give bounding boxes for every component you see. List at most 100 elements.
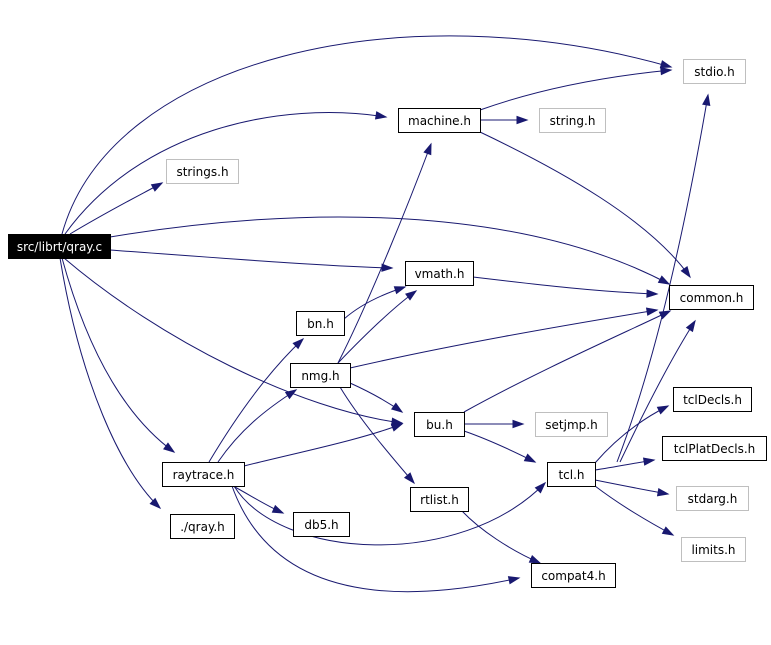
- node-label: tcl.h: [558, 468, 584, 482]
- node-label: common.h: [680, 291, 744, 305]
- node-machine-h[interactable]: machine.h: [398, 108, 481, 133]
- edge-machine_h-to-string_h: [480, 115, 529, 125]
- edge-arrowhead: [656, 405, 670, 415]
- node-box: [8, 234, 111, 259]
- node-label: machine.h: [408, 114, 471, 128]
- node-string-h[interactable]: string.h: [539, 108, 606, 133]
- edge-line: [594, 479, 669, 495]
- node-tcl-h[interactable]: tcl.h: [547, 462, 596, 487]
- edge-line: [349, 309, 658, 369]
- edge-arrowhead: [423, 142, 432, 156]
- edge-qray_c-to-qray_h: [59, 257, 162, 510]
- edge-line: [619, 320, 696, 463]
- edge-rtlist_h-to-compat4_h: [461, 510, 542, 564]
- node-label: bn.h: [307, 317, 334, 331]
- node-label: strings.h: [176, 165, 228, 179]
- node-label: stdarg.h: [688, 492, 738, 506]
- edge-arrowhead: [403, 472, 415, 485]
- node-label: ./qray.h: [180, 520, 225, 534]
- node-box: [293, 512, 350, 537]
- edge-qray_c-to-stdio_h: [61, 35, 673, 235]
- node-label: limits.h: [691, 543, 735, 557]
- edge-tcl_h-to-stdio_h: [616, 93, 711, 463]
- node-box: [405, 261, 474, 286]
- edge-raytrace_h-to-bu_h: [243, 423, 404, 467]
- edge-line: [64, 112, 387, 235]
- node-stdio-h[interactable]: stdio.h: [683, 59, 746, 84]
- node-box: [290, 363, 351, 388]
- node-box: [662, 436, 767, 461]
- node-box: [673, 387, 752, 412]
- edge-line: [472, 276, 658, 295]
- edge-bu_h-to-tcl_h: [463, 430, 537, 463]
- node-vmath-h[interactable]: vmath.h: [405, 261, 474, 286]
- edge-line: [479, 131, 691, 278]
- node-raytrace-h[interactable]: raytrace.h: [162, 462, 245, 487]
- node-label: compat4.h: [541, 569, 605, 583]
- edge-raytrace_h-to-db5_h: [232, 485, 285, 514]
- edge-line: [217, 389, 297, 463]
- node-label: vmath.h: [415, 267, 465, 281]
- edge-arrowhead: [516, 115, 529, 125]
- node-box: [531, 563, 616, 588]
- edge-nmg_h-to-machine_h: [337, 142, 432, 364]
- edge-line: [479, 69, 672, 111]
- node-strings-h[interactable]: strings.h: [166, 159, 239, 184]
- edge-arrowhead: [528, 554, 542, 564]
- edge-arrowhead: [660, 66, 673, 76]
- edge-line: [339, 386, 415, 484]
- edge-bn_h-to-vmath_h: [343, 286, 407, 320]
- edge-arrowhead: [381, 263, 394, 272]
- node-box: [676, 486, 749, 511]
- edge-arrowhead: [390, 423, 404, 432]
- node-box: [166, 159, 239, 184]
- edge-raytrace_h-to-compat4_h: [231, 485, 521, 593]
- edge-machine_h-to-stdio_h: [479, 66, 673, 111]
- node-label: db5.h: [304, 518, 338, 532]
- edge-vmath_h-to-common_h: [472, 276, 659, 298]
- node-box: [547, 462, 596, 487]
- edge-nmg_h-to-common_h: [349, 307, 659, 369]
- edge-qray_c-to-vmath_h: [109, 249, 394, 272]
- node-stdarg-h[interactable]: stdarg.h: [676, 486, 749, 511]
- node-setjmp-h[interactable]: setjmp.h: [535, 412, 608, 437]
- edge-line: [337, 143, 432, 364]
- node-db5-h[interactable]: db5.h: [293, 512, 350, 537]
- edge-line: [337, 290, 417, 364]
- edge-arrowhead: [405, 290, 418, 301]
- edge-tcl_h-to-tclPlatDecls_h: [594, 457, 656, 471]
- node-limits-h[interactable]: limits.h: [681, 537, 746, 562]
- node-tclPlatDecls-h[interactable]: tclPlatDecls.h: [662, 436, 767, 461]
- node-label: bu.h: [426, 418, 453, 432]
- node-box: [539, 108, 606, 133]
- edge-arrowhead: [374, 111, 388, 120]
- edge-qray_c-to-strings_h: [69, 182, 164, 235]
- edge-line: [208, 338, 304, 463]
- node-rtlist-h[interactable]: rtlist.h: [410, 487, 469, 512]
- node-bn-h[interactable]: bn.h: [296, 311, 345, 336]
- node-qray-h[interactable]: ./qray.h: [170, 514, 235, 539]
- edge-nmg_h-to-vmath_h: [337, 290, 418, 364]
- node-qray-c[interactable]: src/librt/qray.c: [8, 234, 111, 259]
- node-label: string.h: [550, 114, 596, 128]
- node-common-h[interactable]: common.h: [669, 285, 754, 310]
- edge-arrowhead: [658, 310, 672, 320]
- edge-line: [463, 430, 536, 463]
- edge-line: [109, 249, 393, 269]
- node-box: [535, 412, 608, 437]
- edges-layer: [59, 35, 711, 593]
- edge-qray_c-to-raytrace_h: [61, 257, 176, 453]
- edge-line: [69, 182, 163, 235]
- node-box: [681, 537, 746, 562]
- edge-arrowhead: [512, 419, 525, 429]
- node-nmg-h[interactable]: nmg.h: [290, 363, 351, 388]
- edge-arrowhead: [271, 504, 285, 514]
- edge-arrowhead: [163, 442, 176, 453]
- node-tclDecls-h[interactable]: tclDecls.h: [673, 387, 752, 412]
- edge-arrowhead: [534, 481, 547, 494]
- edge-nmg_h-to-rtlist_h: [339, 386, 415, 485]
- edge-tcl_h-to-limits_h: [594, 485, 675, 536]
- node-compat4-h[interactable]: compat4.h: [531, 563, 616, 588]
- node-bu-h[interactable]: bu.h: [414, 412, 465, 437]
- edge-nmg_h-to-bu_h: [349, 382, 404, 413]
